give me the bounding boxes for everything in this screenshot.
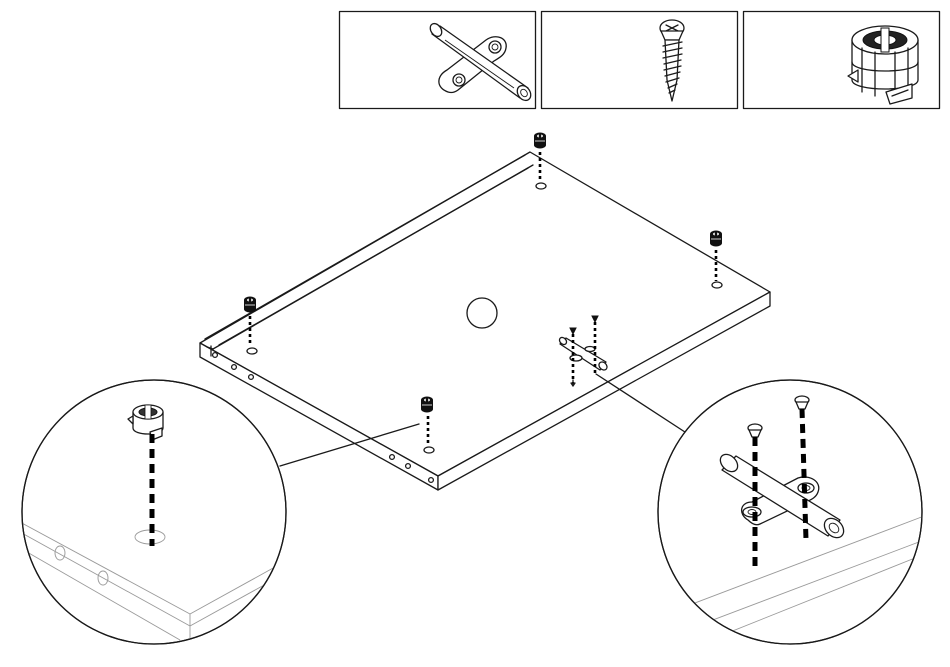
- screw-icon: [542, 12, 738, 109]
- cam-lock-icon: [744, 12, 940, 109]
- panel-center-hole: [467, 298, 497, 328]
- detail-view-connector-pin: [650, 380, 940, 644]
- detail-view-cam-lock: [20, 380, 360, 644]
- leader-line-right: [596, 374, 688, 434]
- parts-legend: [340, 12, 940, 109]
- connector-pin-icon: [340, 12, 536, 109]
